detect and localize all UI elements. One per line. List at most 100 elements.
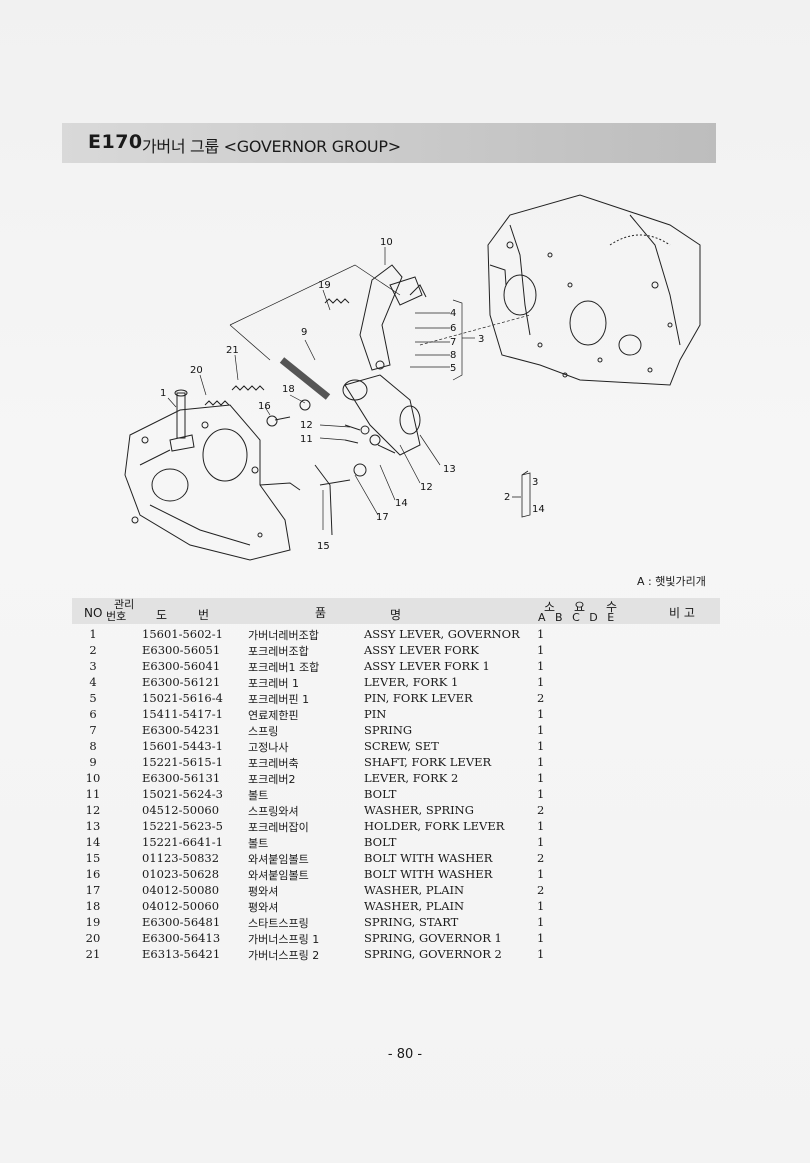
callout-inset-2: 2 — [504, 492, 510, 503]
cell-no: 8 — [89, 739, 97, 753]
cell-part-number: 15221-6641-1 — [142, 835, 223, 849]
cell-korean-name: 연료제한핀 — [248, 709, 299, 722]
cell-part-number: E6300-56121 — [142, 675, 221, 689]
cell-quantity: 1 — [537, 627, 545, 641]
header-name-2: 명 — [390, 608, 402, 622]
cell-quantity: 1 — [537, 771, 545, 785]
cell-korean-name: 포크레버 1 — [248, 677, 299, 690]
cell-quantity: 1 — [537, 915, 545, 929]
exploded-parts-diagram: 10 19 9 21 20 1 18 16 12 11 4 6 7 8 5 3 … — [124, 194, 701, 561]
cell-korean-name: 포크레버2 — [248, 773, 296, 786]
header-no: NO — [84, 606, 103, 620]
callout-labels: 10 19 9 21 20 1 18 16 12 11 4 6 7 8 5 3 … — [160, 237, 545, 552]
cell-korean-name: 평와셔 — [248, 885, 279, 898]
cell-no: 6 — [89, 707, 97, 721]
cell-korean-name: 가버너레버조합 — [248, 629, 319, 642]
cell-quantity: 1 — [537, 819, 545, 833]
cell-english-name: BOLT — [364, 835, 397, 849]
callout-20: 20 — [190, 365, 203, 376]
cell-quantity: 1 — [537, 835, 545, 849]
cell-quantity: 1 — [537, 899, 545, 913]
cell-no: 13 — [85, 819, 101, 833]
cell-part-number: 01123-50832 — [142, 851, 220, 865]
callout-11: 11 — [300, 434, 313, 445]
cell-korean-name: 포크레버핀 1 — [248, 693, 310, 706]
cell-no: 15 — [85, 851, 101, 865]
cell-quantity: 1 — [537, 867, 545, 881]
cell-no: 11 — [85, 787, 101, 801]
callout-16: 16 — [258, 401, 271, 412]
cell-quantity: 1 — [537, 947, 545, 961]
page-number: - 80 - — [387, 1047, 423, 1062]
cell-korean-name: 가버너스프링 1 — [248, 933, 320, 946]
callout-15: 15 — [317, 541, 330, 552]
cell-no: 17 — [85, 883, 101, 897]
callout-6: 6 — [450, 323, 456, 334]
cell-no: 20 — [85, 931, 101, 945]
callout-5: 5 — [450, 363, 456, 374]
cell-quantity: 2 — [537, 883, 545, 897]
sub-assembly-inset — [512, 470, 531, 518]
cell-no: 2 — [89, 643, 97, 657]
cell-quantity: 1 — [537, 755, 545, 769]
callout-18: 18 — [282, 384, 295, 395]
callout-3: 3 — [478, 334, 484, 345]
cell-quantity: 2 — [537, 691, 545, 705]
cell-part-number: E6300-54231 — [142, 723, 221, 737]
cell-part-number: 04512-50060 — [142, 803, 220, 817]
callout-9: 9 — [301, 327, 307, 338]
cell-no: 14 — [85, 835, 101, 849]
cell-english-name: SPRING, GOVERNOR 2 — [364, 947, 502, 961]
bolts-and-washers — [266, 399, 396, 536]
governor-springs — [204, 298, 350, 406]
leader-lines — [167, 247, 531, 530]
cell-english-name: SPRING — [364, 723, 413, 737]
cell-english-name: BOLT WITH WASHER — [364, 867, 493, 881]
cell-korean-name: 평와셔 — [248, 901, 279, 914]
cell-english-name: WASHER, PLAIN — [364, 883, 465, 897]
cell-korean-name: 스프링 — [248, 725, 279, 738]
cell-korean-name: 포크레버축 — [248, 757, 299, 770]
cell-part-number: 15221-5615-1 — [142, 755, 223, 769]
cell-korean-name: 고정나사 — [248, 741, 289, 754]
cell-korean-name: 스타트스프링 — [248, 917, 309, 930]
cell-part-number: 15021-5624-3 — [142, 787, 223, 801]
cell-english-name: SHAFT, FORK LEVER — [364, 755, 492, 769]
callout-1: 1 — [160, 388, 166, 399]
cell-no: 12 — [85, 803, 101, 817]
callout-7: 7 — [450, 337, 456, 348]
cell-korean-name: 포크레버1 조합 — [248, 661, 320, 674]
header-mgmt-top: 관리 — [114, 598, 135, 611]
cell-part-number: 04012-50080 — [142, 883, 220, 897]
callout-14: 14 — [395, 498, 408, 509]
engine-housing-left — [124, 404, 301, 561]
cell-english-name: LEVER, FORK 2 — [364, 771, 459, 785]
callout-21: 21 — [226, 345, 239, 356]
cell-quantity: 1 — [537, 659, 545, 673]
callout-13: 13 — [443, 464, 456, 475]
callout-10: 10 — [380, 237, 393, 248]
callout-inset-14: 14 — [532, 504, 545, 515]
engine-housing-right — [487, 194, 701, 386]
cell-part-number: E6300-56041 — [142, 659, 221, 673]
fork-lever-shaft — [279, 357, 331, 400]
legend-note: A : 햇빛가리개 — [637, 575, 706, 588]
cell-quantity: 2 — [537, 803, 545, 817]
cell-part-number: 15021-5616-4 — [142, 691, 223, 705]
callout-12a: 12 — [300, 420, 313, 431]
